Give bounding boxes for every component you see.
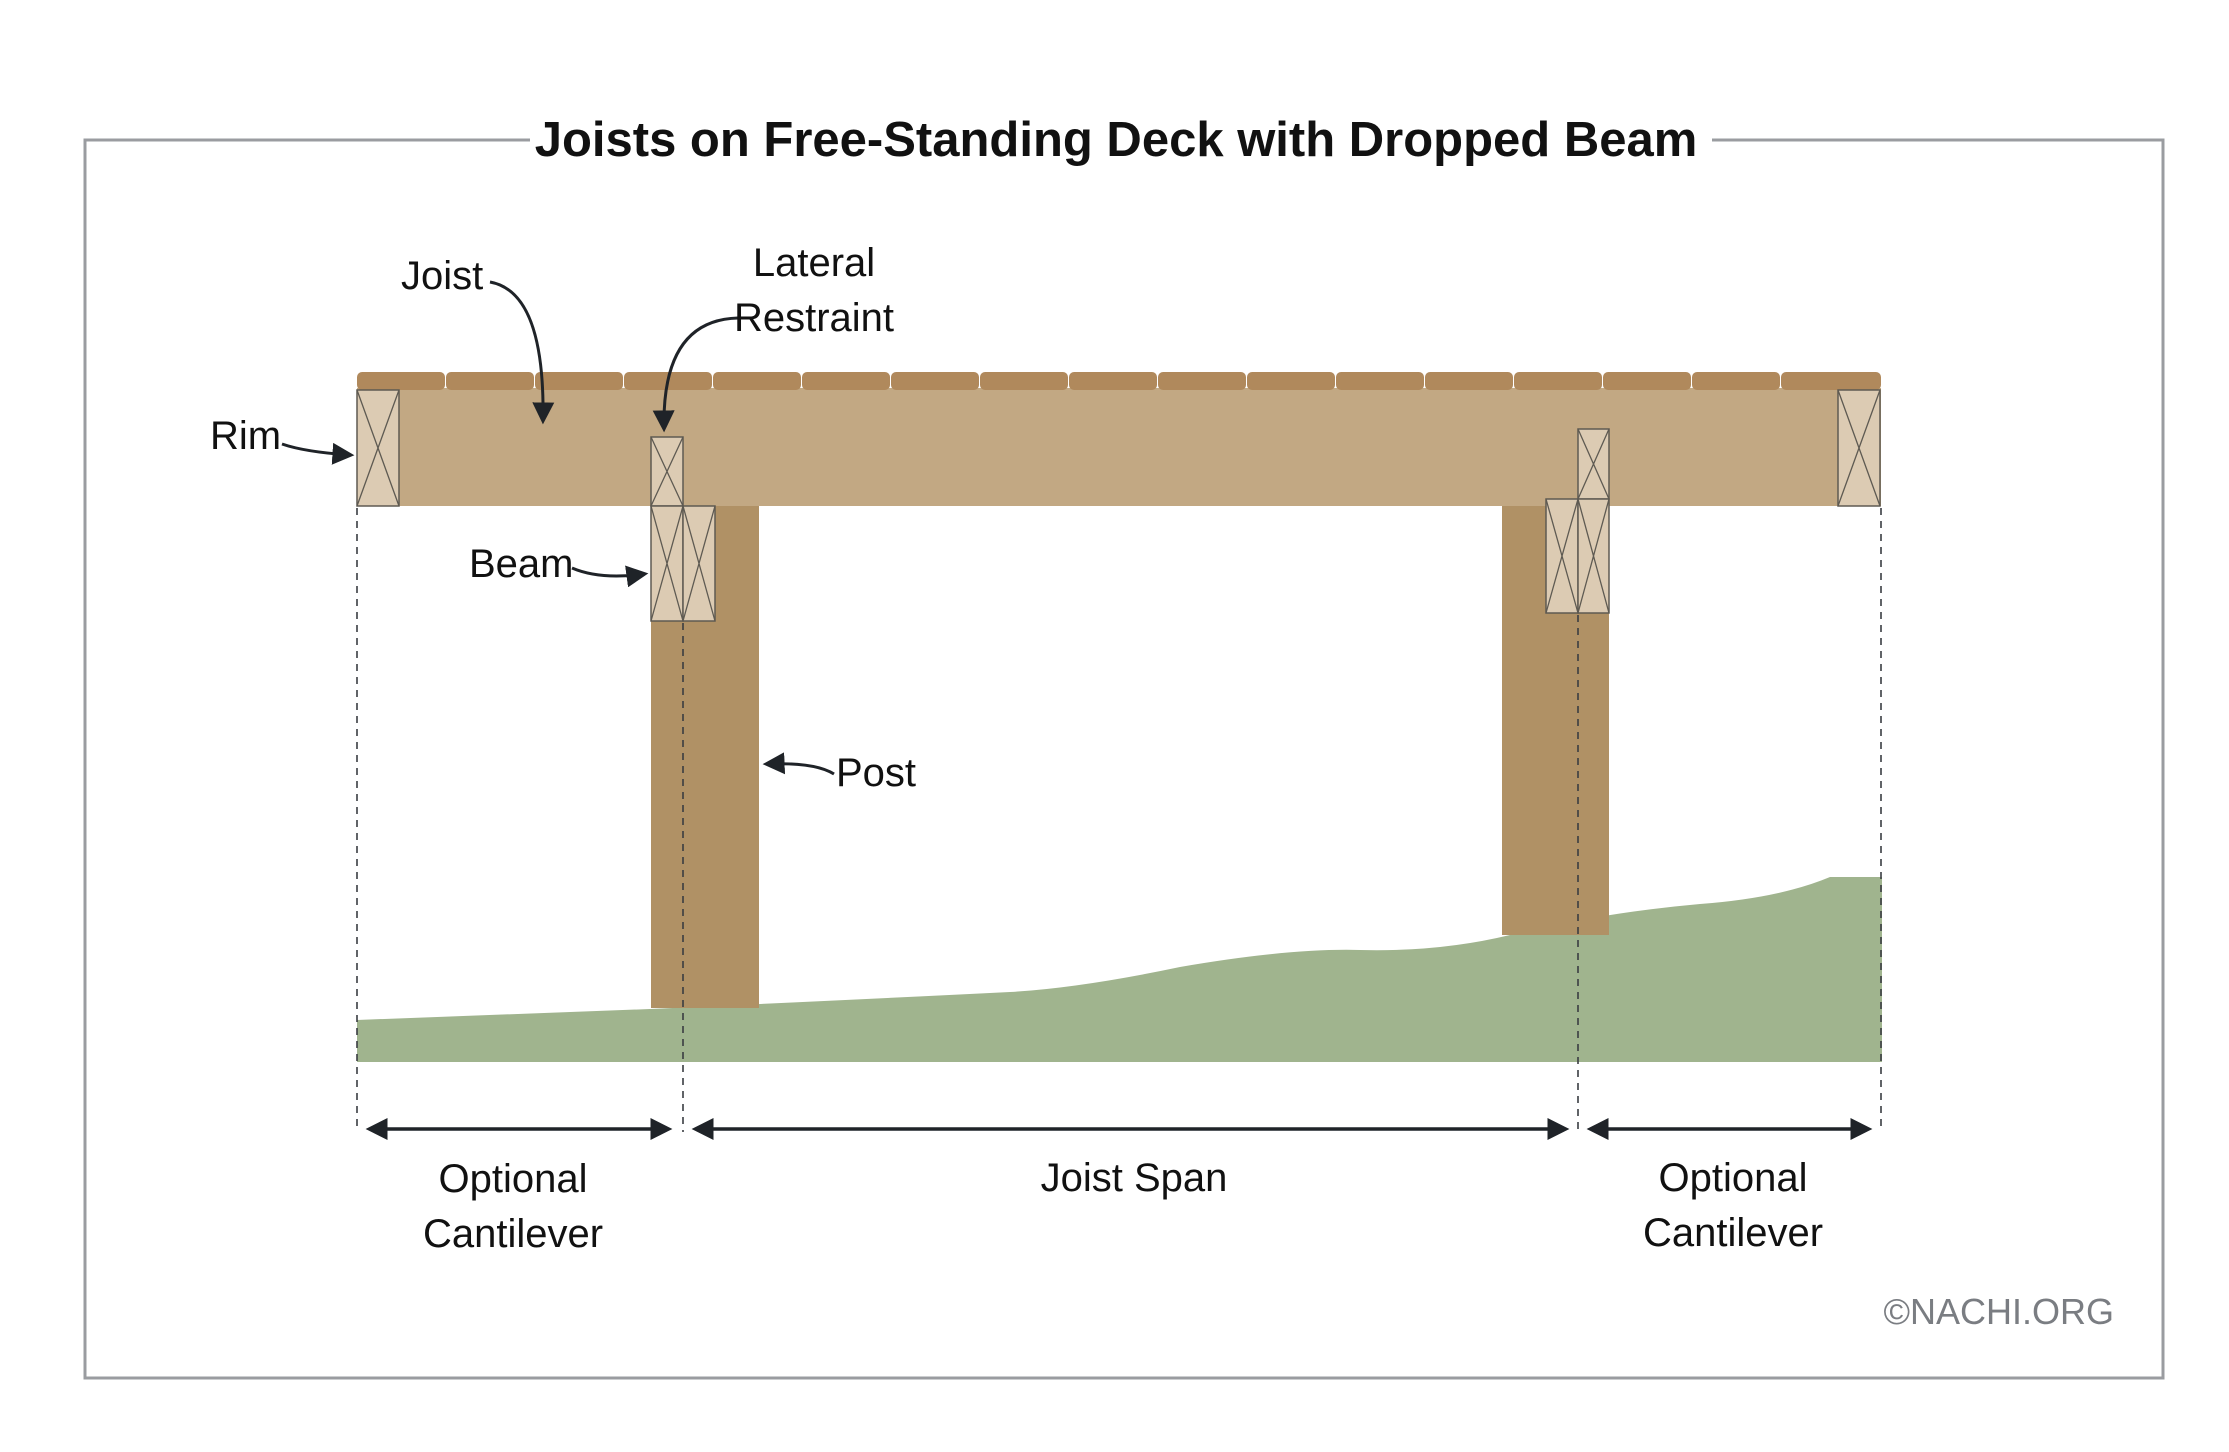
label-rim: Rim xyxy=(210,414,281,458)
label-right-cantilever-line1: Optional xyxy=(1659,1156,1808,1200)
ground xyxy=(357,877,1882,1062)
label-joist: Joist xyxy=(401,254,483,298)
joist xyxy=(357,388,1881,506)
label-lateral-restraint-line1: Lateral xyxy=(753,241,875,285)
label-right-cantilever-line2: Cantilever xyxy=(1643,1211,1823,1255)
rim-block-left xyxy=(356,389,400,507)
label-joist-span: Joist Span xyxy=(1041,1156,1228,1200)
beam-leader-arrow xyxy=(571,565,649,588)
post-leader-arrow xyxy=(762,752,835,776)
label-beam: Beam xyxy=(469,542,574,586)
reference-lines xyxy=(356,508,1882,1132)
diagram-title: Joists on Free-Standing Deck with Droppe… xyxy=(535,113,1698,167)
copyright: ©NACHI.ORG xyxy=(1883,1291,2114,1332)
lateral-restraint-right xyxy=(1577,428,1610,500)
label-left-cantilever-line2: Cantilever xyxy=(423,1212,603,1256)
beam-left xyxy=(650,505,716,622)
decking xyxy=(357,372,1881,390)
lateral-restraint-leader-arrow xyxy=(652,316,739,433)
lateral-restraint-left xyxy=(650,436,684,507)
beam-right xyxy=(1545,498,1610,614)
label-post: Post xyxy=(836,751,916,795)
joist-leader-arrow xyxy=(489,280,555,425)
label-lateral-restraint-line2: Restraint xyxy=(734,296,894,340)
rim-leader-arrow xyxy=(281,442,355,465)
frame xyxy=(83,138,2165,1380)
label-left-cantilever-line1: Optional xyxy=(439,1157,588,1201)
rim-block-right xyxy=(1837,389,1881,507)
